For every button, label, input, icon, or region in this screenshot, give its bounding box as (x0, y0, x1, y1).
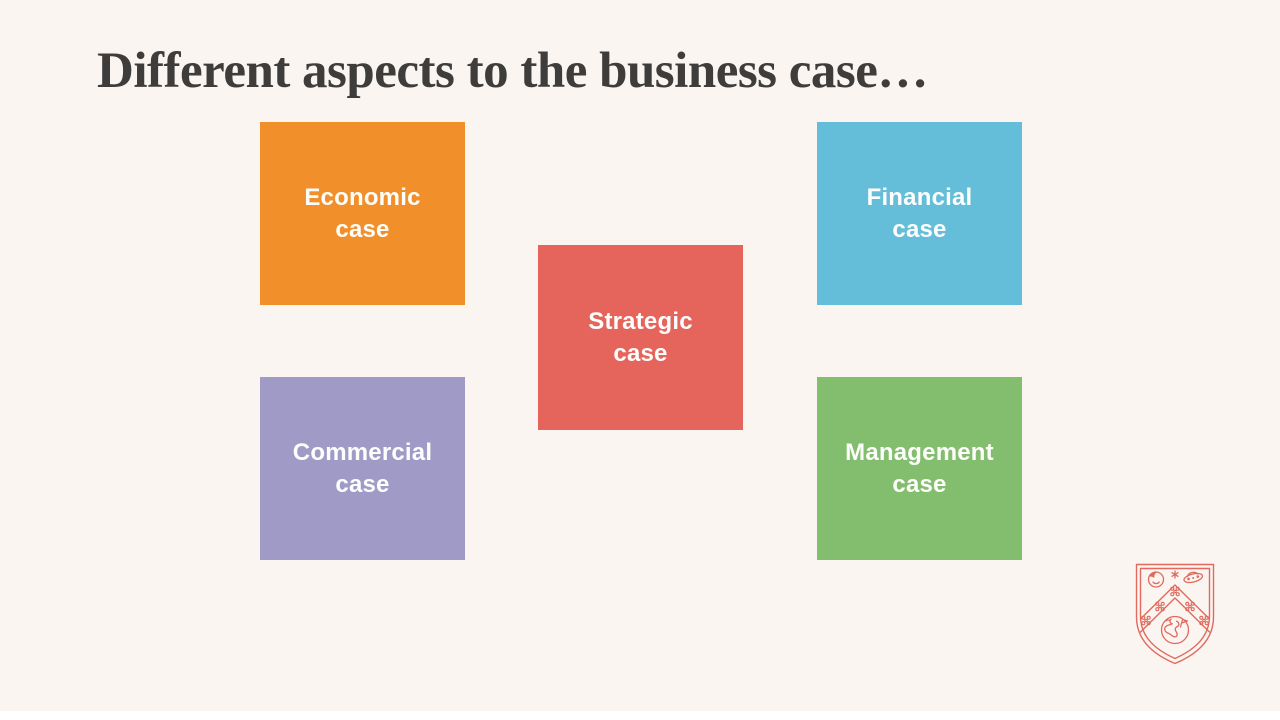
box-management-label: Management case (845, 438, 994, 498)
asterisk-icon (1171, 570, 1179, 579)
box-economic-case: Economic case (260, 122, 465, 305)
flag-icon (1179, 618, 1189, 628)
box-strategic-case: Strategic case (538, 245, 743, 430)
box-financial-label: Financial case (866, 183, 973, 243)
slide-title: Different aspects to the business case… (97, 43, 928, 99)
box-financial-case: Financial case (817, 122, 1022, 305)
rosette-icons (1141, 586, 1209, 626)
box-commercial-label: Commercial case (292, 438, 433, 498)
globe-icon (1160, 615, 1190, 645)
university-crest-logo (1133, 561, 1217, 667)
shield-outline-icon (1135, 563, 1215, 665)
crest-svg (1135, 563, 1215, 665)
ufo-icon (1183, 571, 1204, 584)
chevron-band-icon (1139, 584, 1211, 633)
face-icon (1147, 571, 1165, 588)
box-management-case: Management case (817, 377, 1022, 560)
box-commercial-case: Commercial case (260, 377, 465, 560)
box-economic-label: Economic case (304, 183, 421, 243)
box-strategic-label: Strategic case (588, 307, 693, 367)
footer-strip (0, 711, 1280, 720)
